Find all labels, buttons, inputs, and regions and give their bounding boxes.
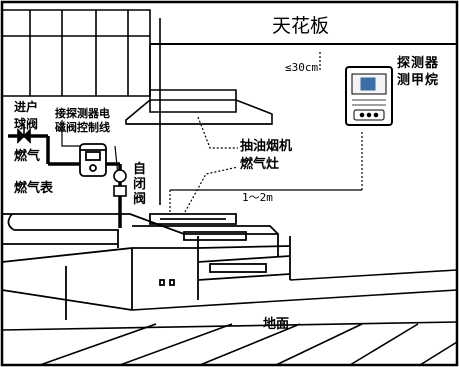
range-hood-label: 抽油烟机 <box>240 139 293 154</box>
ceiling-label: 天花板 <box>272 15 330 37</box>
lower-cabinets <box>1 236 291 320</box>
gas-meter-label: 燃气表 <box>14 181 54 196</box>
upper-cabinets <box>2 9 161 97</box>
gas-stove-label: 燃气灶 <box>240 157 280 172</box>
horizontal-distance-label: 1～2m <box>242 191 273 204</box>
gas-detector-device <box>345 66 393 126</box>
auto-valve-label-line3: 阀 <box>133 192 147 207</box>
detector-label-line1: 探测器 <box>397 56 440 71</box>
inlet-valve-label-line2: 球阀 <box>14 117 39 131</box>
auto-valve-label-line1: 自 <box>133 162 147 177</box>
max-distance-from-ceiling-label: ≤30cm <box>285 61 319 74</box>
floor-lines <box>1 269 458 366</box>
floor-label: 地面 <box>263 317 290 332</box>
inlet-ball-valve <box>17 124 31 144</box>
control-wire-label-line1: 接探测器电 <box>55 107 110 120</box>
gas-meter-symbol <box>79 143 107 177</box>
control-wire-label-line2: 磁阀控制线 <box>55 121 110 134</box>
inlet-valve-label-line1: 进户 <box>14 100 39 114</box>
detector-label-line2: 测甲烷 <box>397 73 440 88</box>
range-hood <box>125 89 273 125</box>
stove-burners <box>149 213 247 241</box>
auto-valve-label-line2: 闭 <box>133 177 147 192</box>
gas-label: 燃气 <box>14 149 41 164</box>
leader-lines <box>169 52 363 213</box>
auto-shutoff-valve <box>113 169 127 197</box>
